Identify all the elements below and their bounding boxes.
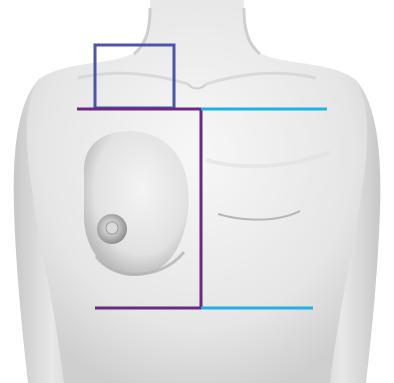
torso-shape: [27, 0, 368, 383]
nipple: [106, 222, 118, 234]
left-breast-shape: [84, 131, 189, 276]
